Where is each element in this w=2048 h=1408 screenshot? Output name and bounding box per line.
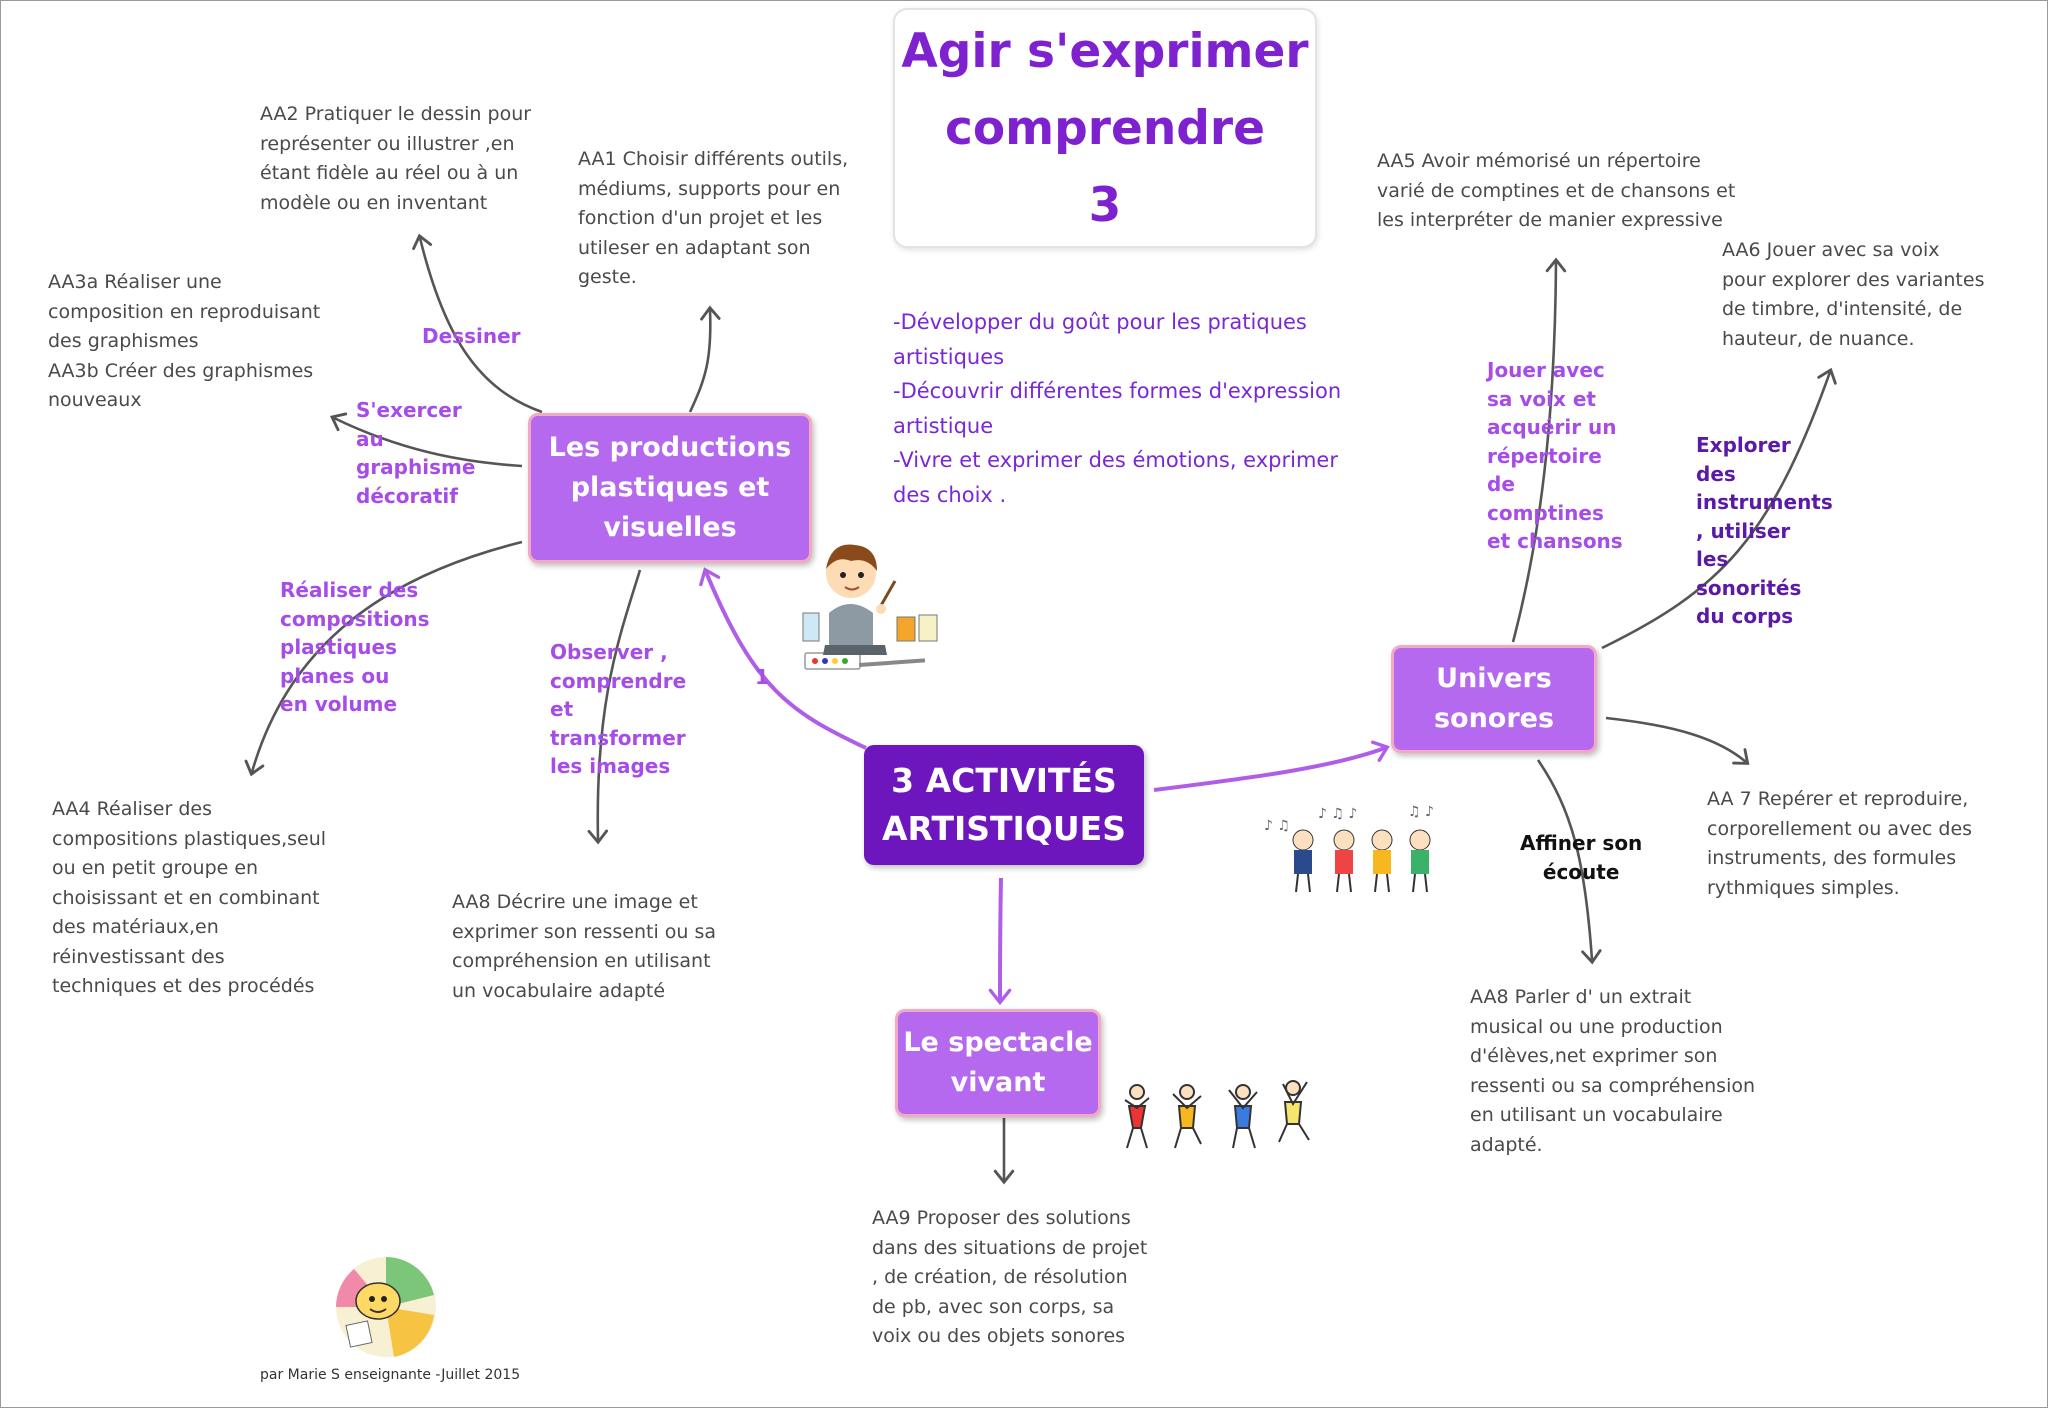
branch-label-jouer-voix: Jouer avec sa voix et acquérir un répert… [1487,358,1623,553]
leaf-aa8-images: AA8 Décrire une image et exprimer son re… [452,891,717,1002]
title-box: Agir s'exprimer comprendre 3 [893,8,1317,248]
connector-aa1 [688,305,721,413]
connector-explorer [1601,367,1837,650]
connector-observer [587,569,642,845]
branch-label-affiner: Affiner son écoute [1520,831,1643,884]
connector-center-productions [699,567,867,750]
branch-label-graphisme: S'exercer au graphisme décoratif [356,398,476,508]
svg-text:♪ ♫: ♪ ♫ [1264,818,1290,834]
title-text: Agir s'exprimer comprendre 3 [901,23,1309,233]
leaf-aa5: AA5 Avoir mémorisé un répertoire varié d… [1377,150,1736,231]
svg-text:♫ ♪: ♫ ♪ [1408,804,1434,820]
node-spectacle-vivant[interactable]: Le spectacle vivant [895,1009,1101,1117]
center-node[interactable]: 3 ACTIVITÉS ARTISTIQUES [864,745,1144,865]
avatar [336,1257,436,1357]
connector-aa7 [1605,716,1750,765]
singing-children-illustration: ♪ ♫ ♪ ♫ ♪ ♫ ♪ [1264,804,1434,893]
link-number: 1 [755,665,769,689]
svg-text:♪ ♫ ♪: ♪ ♫ ♪ [1318,806,1357,822]
leaf-aa1: AA1 Choisir différents outils, médiums, … [578,148,849,288]
leaf-aa3: AA3a Réaliser une composition en reprodu… [48,271,321,411]
leaf-aa8-musique: AA8 Parler d' un extrait musical ou une … [1470,986,1756,1156]
leaf-aa4: AA4 Réaliser des compositions plastiques… [52,798,327,997]
painting-child-illustration [802,544,938,670]
leaf-aa7: AA 7 Repérer et reproduire, corporelleme… [1707,788,1973,899]
connector-center-univers [1153,740,1390,792]
connector-compositions [244,540,523,777]
connector-center-spectacle [988,877,1012,1006]
connector-affiner [1536,759,1602,965]
connector-graphisme [329,412,523,468]
connector-jouer-voix [1511,257,1567,643]
branch-label-observer: Observer , comprendre et transformer les… [550,640,687,778]
dancing-figures-illustration [1124,1080,1310,1149]
node-productions-plastiques[interactable]: Les productions plastiques et visuelles [528,413,812,563]
node-univers-sonores[interactable]: Univers sonores [1391,645,1597,753]
leaf-aa2: AA2 Pratiquer le dessin pour représenter… [260,103,532,214]
leaf-aa6: AA6 Jouer avec sa voix pour explorer des… [1722,239,1985,350]
goals-text: -Développer du goût pour les pratiques a… [893,310,1342,507]
connector-dessiner [412,233,543,414]
branch-label-explorer: Explorer des instruments , utiliser les … [1696,433,1833,628]
branch-label-compositions: Réaliser des compositions plastiques pla… [280,578,430,716]
signature: par Marie S enseignante -Juillet 2015 [260,1367,521,1383]
leaf-aa9: AA9 Proposer des solutions dans des situ… [872,1207,1148,1347]
branch-label-dessiner: Dessiner [422,324,521,348]
